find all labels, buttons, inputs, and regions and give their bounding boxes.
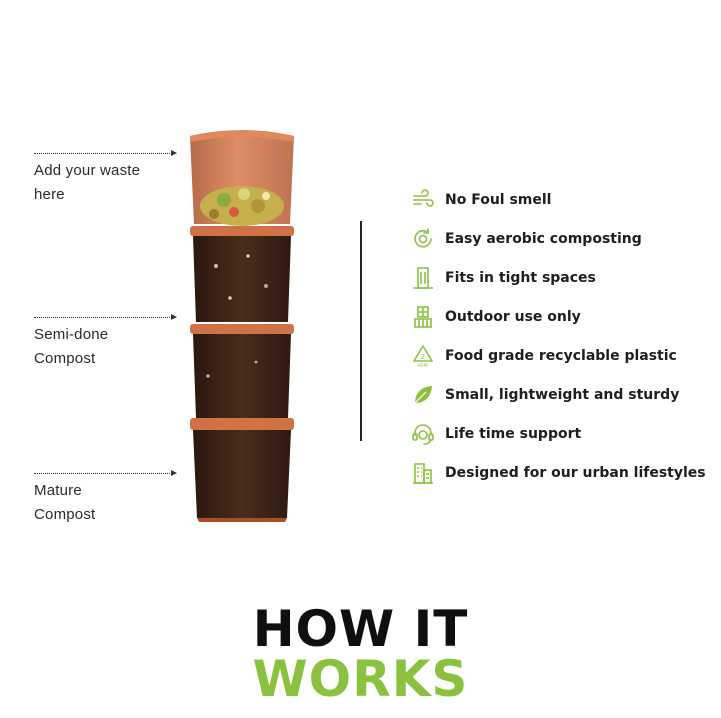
feature-text: Outdoor use only: [445, 309, 581, 325]
leaf-icon: [414, 386, 432, 404]
narrow-bin-icon: [413, 267, 433, 289]
feature-outdoor: Outdoor use only: [411, 305, 581, 329]
bottom-bin: [190, 418, 294, 522]
feature-text: Life time support: [445, 426, 582, 442]
label-mature-line2: Compost: [34, 506, 96, 523]
feature-aerobic: Easy aerobic composting: [411, 227, 642, 251]
label-mature: Mature Compost: [34, 479, 95, 527]
middle-bin-upper: [190, 226, 294, 322]
headline-how-it: HOW IT: [252, 600, 469, 658]
top-bin: [190, 130, 294, 226]
headline-works: WORKS: [252, 650, 469, 708]
label-add-waste: Add your waste here: [34, 159, 140, 207]
feature-no-foul-smell: No Foul smell: [411, 188, 551, 212]
city-buildings-icon: [413, 463, 433, 484]
label-mature-line1: Mature: [34, 482, 82, 499]
recycle-hdpe-icon: 2 HDPE: [413, 345, 433, 368]
feature-text: No Foul smell: [445, 192, 552, 208]
feature-text: Easy aerobic composting: [445, 231, 642, 247]
wind-icon: [413, 189, 434, 207]
label-semi-done: Semi-done Compost: [34, 323, 108, 371]
label-add-waste-line1: Add your waste: [34, 162, 141, 179]
label-add-waste-line2: here: [34, 186, 65, 203]
headset-icon: [412, 424, 434, 445]
feature-text: Small, lightweight and sturdy: [445, 387, 680, 403]
aerobic-cycle-icon: [414, 228, 432, 248]
feature-tight-spaces: Fits in tight spaces: [411, 266, 596, 290]
stacked-compost-bins-image: [190, 130, 294, 522]
pointer-arrow-mature: [34, 469, 177, 476]
feature-text: Food grade recyclable plastic: [445, 348, 677, 364]
pointer-arrow-semi-done: [34, 313, 177, 320]
feature-text: Designed for our urban lifestyles: [445, 465, 706, 481]
feature-support: Life time support: [411, 422, 581, 446]
divider-line: [360, 221, 362, 441]
feature-text: Fits in tight spaces: [445, 270, 596, 286]
feature-recyclable: 2 HDPE Food grade recyclable plastic: [411, 344, 677, 368]
label-semi-done-line2: Compost: [34, 350, 96, 367]
svg-text:HDPE: HDPE: [417, 363, 429, 368]
feature-urban: Designed for our urban lifestyles: [411, 461, 706, 485]
label-semi-done-line1: Semi-done: [34, 326, 109, 343]
balcony-icon: [414, 306, 432, 328]
middle-bin-lower: [190, 324, 294, 418]
pointer-arrow-add-waste: [34, 149, 177, 156]
svg-text:2: 2: [421, 353, 425, 361]
feature-lightweight: Small, lightweight and sturdy: [411, 383, 679, 407]
